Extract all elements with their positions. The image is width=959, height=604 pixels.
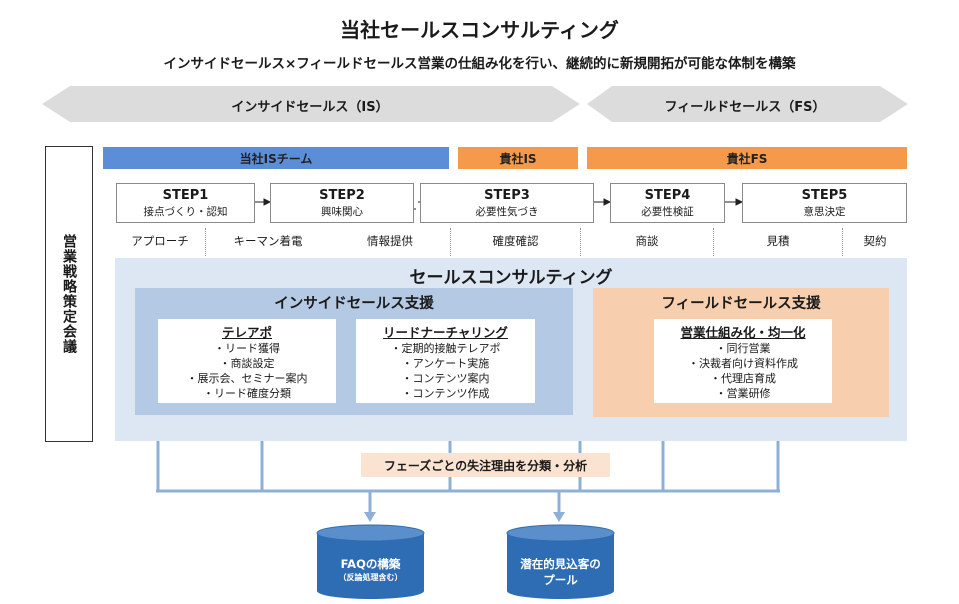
step-subtitle: 必要性検証 (641, 206, 694, 218)
faq-database-cylinder (316, 524, 425, 599)
card-item: ・コンテンツ作成 (401, 387, 490, 400)
lead-nurturing-card: リードナーチャリング ・定期的接触テレアポ ・アンケート実施 ・コンテンツ案内 … (356, 319, 535, 403)
card-heading: リードナーチャリング (383, 325, 508, 340)
activity-divider (205, 228, 206, 256)
prospect-pool-label: 潜在的見込客の プール (507, 556, 614, 588)
card-item: ・同行営業 (715, 342, 771, 355)
db-line-1: FAQの構築 (340, 557, 401, 571)
step-5: STEP5 意思決定 (742, 183, 907, 223)
activity-divider (450, 228, 451, 256)
db-line-2: プール (543, 573, 578, 587)
client-is-bar (458, 147, 578, 169)
activity-probability-check: 確度確認 (492, 234, 539, 248)
page-title: 当社セールスコンサルティング (340, 18, 619, 42)
step-title: STEP2 (319, 188, 365, 203)
side-label-text: 営業戦略策定会議 (61, 234, 77, 354)
strategy-meeting-label: 営業戦略策定会議 (45, 146, 93, 442)
card-item: ・営業研修 (715, 387, 771, 400)
step-subtitle: 必要性気づき (475, 206, 539, 218)
our-is-team-bar (103, 147, 449, 169)
card-heading: 営業仕組み化・均一化 (680, 325, 806, 340)
field-sales-phase-arrow (587, 86, 908, 122)
activity-divider (713, 228, 714, 256)
inside-support-title: インサイドセールス支援 (274, 296, 434, 312)
db-line-2: （反論処理含む） (338, 573, 403, 582)
card-item: ・代理店育成 (710, 372, 776, 385)
activity-meeting: 商談 (635, 234, 659, 248)
client-fs-bar (587, 147, 907, 169)
card-item: ・コンテンツ案内 (401, 372, 490, 385)
faq-database-label: FAQの構築 （反論処理含む） (317, 556, 424, 583)
activity-contract: 契約 (863, 234, 887, 248)
card-item: ・展示会、セミナー案内 (186, 372, 308, 385)
step-title: STEP1 (162, 188, 209, 203)
card-item: ・リード確度分類 (203, 387, 291, 400)
activity-info-provision: 情報提供 (367, 234, 413, 248)
db-line-1: 潜在的見込客の (520, 557, 601, 571)
prospect-pool-cylinder (506, 524, 615, 599)
teleapo-card: テレアポ ・リード獲得 ・商談設定 ・展示会、セミナー案内 ・リード確度分類 (158, 319, 336, 403)
step-1: STEP1 接点づくり・認知 (116, 183, 255, 223)
activity-keyman-call: キーマン着電 (233, 234, 303, 248)
inside-sales-phase-label: インサイドセールス（IS） (231, 100, 389, 115)
step-title: STEP3 (484, 188, 530, 203)
activity-approach: アプローチ (131, 234, 189, 248)
step-title: STEP4 (644, 188, 691, 203)
loss-reason-analysis-label: フェーズごとの失注理由を分類・分析 (361, 453, 610, 477)
step-title: STEP5 (801, 188, 848, 203)
step-4: STEP4 必要性検証 (610, 183, 725, 223)
card-item: ・リード獲得 (214, 342, 280, 355)
sales-consulting-title: セールスコンサルティング (409, 268, 613, 288)
card-heading: テレアポ (221, 325, 272, 340)
client-is-label: 貴社IS (499, 151, 537, 166)
card-item: ・定期的接触テレアポ (390, 342, 501, 355)
card-item: ・アンケート実施 (401, 357, 490, 370)
step-subtitle: 興味関心 (321, 206, 363, 218)
page-subtitle: インサイドセールス×フィールドセールス営業の仕組み化を行い、継続的に新規開拓が可… (163, 56, 796, 72)
step-2: STEP2 興味関心 (270, 183, 414, 223)
sales-systematization-card: 営業仕組み化・均一化 ・同行営業 ・決裁者向け資料作成 ・代理店育成 ・営業研修 (654, 319, 832, 403)
card-item: ・商談設定 (219, 357, 275, 370)
feedback-connectors (156, 441, 780, 514)
step-3: STEP3 必要性気づき (420, 183, 594, 223)
field-support-title: フィールドセールス支援 (661, 296, 821, 312)
activity-divider (842, 228, 843, 256)
activity-divider (580, 228, 581, 256)
activity-estimate: 見積 (766, 234, 790, 248)
step-subtitle: 接点づくり・認知 (143, 206, 228, 218)
our-is-team-label: 当社ISチーム (239, 151, 313, 166)
field-sales-phase-label: フィールドセールス（FS） (664, 100, 826, 115)
card-item: ・決裁者向け資料作成 (688, 357, 798, 370)
inside-sales-phase-arrow (42, 86, 580, 122)
step-subtitle: 意思決定 (803, 206, 846, 218)
client-fs-label: 貴社FS (726, 151, 768, 166)
